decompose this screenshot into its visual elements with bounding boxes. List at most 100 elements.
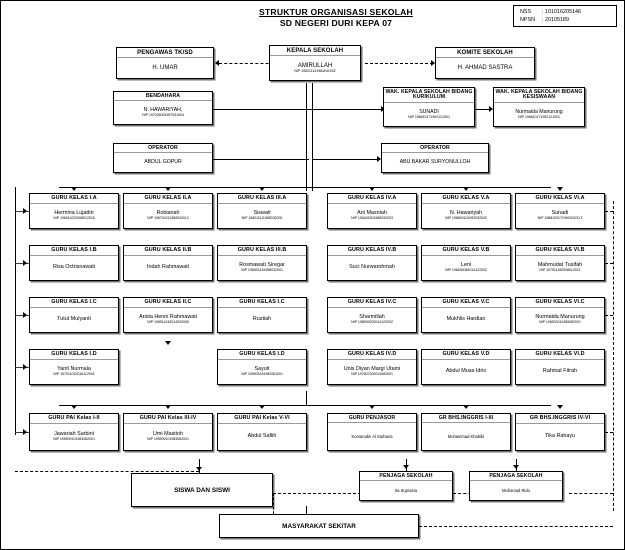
teacher-name: Sunadi [551,209,569,216]
school-identifier-box: NSS: 101016205146 NPSN: 20105189 [513,5,617,27]
connector-masyarakat-top [306,506,307,514]
teacher-name: Yanti Nurmala [57,365,91,372]
teacher-name: Abdul Musa Idris [445,368,487,374]
connector-penjaga2-right [569,493,613,494]
box-komite-sekolah[interactable]: KOMITE SEKOLAH H. AHMAD SASTRA [435,47,535,79]
box-kepala-title: KEPALA SEKOLAH [270,46,360,57]
teacher-nip: NIP 196911022008012016 [53,216,95,221]
teacher-class-label: GURU KELAS II.B [124,246,212,256]
box-penjaga2-name: Muhamad Rido [502,487,530,493]
arrow-to-pengawas [215,60,219,66]
teacher-nip: NIP 197807302014082001 [351,372,393,377]
box-bendahara[interactable]: BENDAHARA N. HAWARIYAH, NIP 197205091997… [113,91,213,125]
connector-subject-right-tie [605,432,613,433]
teacher-class-label: GURU KELAS II.A [124,194,212,204]
box-pengawas[interactable]: PENGAWAS TK/SD H. UMAR [116,47,214,79]
arrow-to-subject-col-1 [71,405,77,409]
box-operator-right[interactable]: OPERATOR ABU BAKAR SURYONULLOH [381,143,489,173]
connector-masyarakat-right [419,526,613,527]
box-teacher-b-2[interactable]: GURU KELAS II.B Indah Rahmawati [123,245,213,281]
box-kepala-sekolah[interactable]: KEPALA SEKOLAH AMIRULLAH NIP 19621114198… [269,45,361,81]
subject-label: GURU PAI Kelas III-IV [124,414,212,424]
box-bendahara-name: N. HAWARIYAH, [143,106,183,113]
npsn-row: NPSN: 20105189 [520,16,616,24]
box-subject-teacher-3[interactable]: GURU PAI Kelas V-VI Abdul Safiih [217,413,307,451]
teacher-name: Indah Rahmawati [147,264,189,270]
teacher-class-label: GURU KELAS I.C [30,298,118,308]
arrow-to-teacher-col-4 [369,187,375,191]
arrow-to-subject-col-2 [165,405,171,409]
subject-label: GR BHS.INGGRIS IV-VI [516,414,604,424]
teacher-nip: NIP 196011111985032002 [241,216,283,221]
subject-teacher-name: Muhammad Khabibi [447,433,485,439]
teacher-class-label: GURU KELAS V.A [422,194,510,204]
arrow-row-d [23,364,27,370]
connector-kepala-trunk-2 [312,83,313,149]
teacher-name: Arista Henni Rahmawati [139,313,197,320]
box-wakil-kesiswaan-nip: NIP 196810171992121001 [518,114,560,119]
box-wakil-kurikulum[interactable]: WAK. KEPALA SEKOLAH BIDANG KURIKULUM SUN… [383,87,475,127]
box-penjaga-sekolah-2[interactable]: PENJAGA SEKOLAH Muhamad Rido [469,471,563,501]
box-masyarakat-sekitar[interactable]: MASYARAKAT SEKITAR [219,514,419,538]
teacher-name: Rosmawati Siregar [239,261,285,268]
box-komite-name: H. AHMAD SASTRA [457,65,513,71]
teacher-nip: NIP 196503241985082001 [539,320,581,325]
teacher-name: Robianah [156,209,180,216]
arrow-to-teacher-col-3 [259,187,265,191]
connector-bendahara [213,109,309,110]
box-operator-left[interactable]: OPERATOR ABDUL GOPUR [113,143,213,173]
connector-siswa-penjaga [273,493,371,494]
title-line-1: STRUKTUR ORGANISASI SEKOLAH [259,7,413,17]
teacher-class-label: GURU KELAS III.A [218,194,306,204]
teacher-name: Sharmillah [359,313,385,320]
connector-to-subject-bar [306,391,307,405]
teacher-name: Suci Nurwarohmah [349,264,395,270]
nss-row: NSS: 101016205146 [520,8,616,16]
subject-teacher-name: Abdul Safiih [247,433,277,439]
box-penjaga-sekolah-1[interactable]: PENJAGA SEKOLAH Ita Supraina [359,471,453,501]
connector-left-spine [15,187,16,435]
page-title: STRUKTUR ORGANISASI SEKOLAH SD NEGERI DU… [191,7,481,28]
arrow-to-operator-right [377,156,381,162]
subject-label: GURU PAI Kelas V-VI [218,414,306,424]
teacher-nip: NIP 196809101992032002 [445,216,487,221]
box-penjaga2-title: PENJAGA SEKOLAH [470,472,562,482]
teacher-class-label: GURU KELAS VI.C [516,298,604,308]
arrow-subject-row-left [23,429,27,435]
box-operator-left-name: ABDUL GOPUR [144,159,182,165]
connector-kepala-trunk [306,83,307,149]
teacher-class-label: GURU KELAS VI.A [516,194,604,204]
teacher-name: Rahmat Fitrah [542,368,578,374]
box-pengawas-name: H. UMAR [152,65,178,71]
arrow-row-c [23,312,27,318]
box-wakil-kesiswaan[interactable]: WAK. KEPALA SEKOLAH BIDANG KESISWAAN Nur… [493,87,585,127]
box-siswa-dan-siswi[interactable]: SISWA DAN SISWI [131,473,273,507]
